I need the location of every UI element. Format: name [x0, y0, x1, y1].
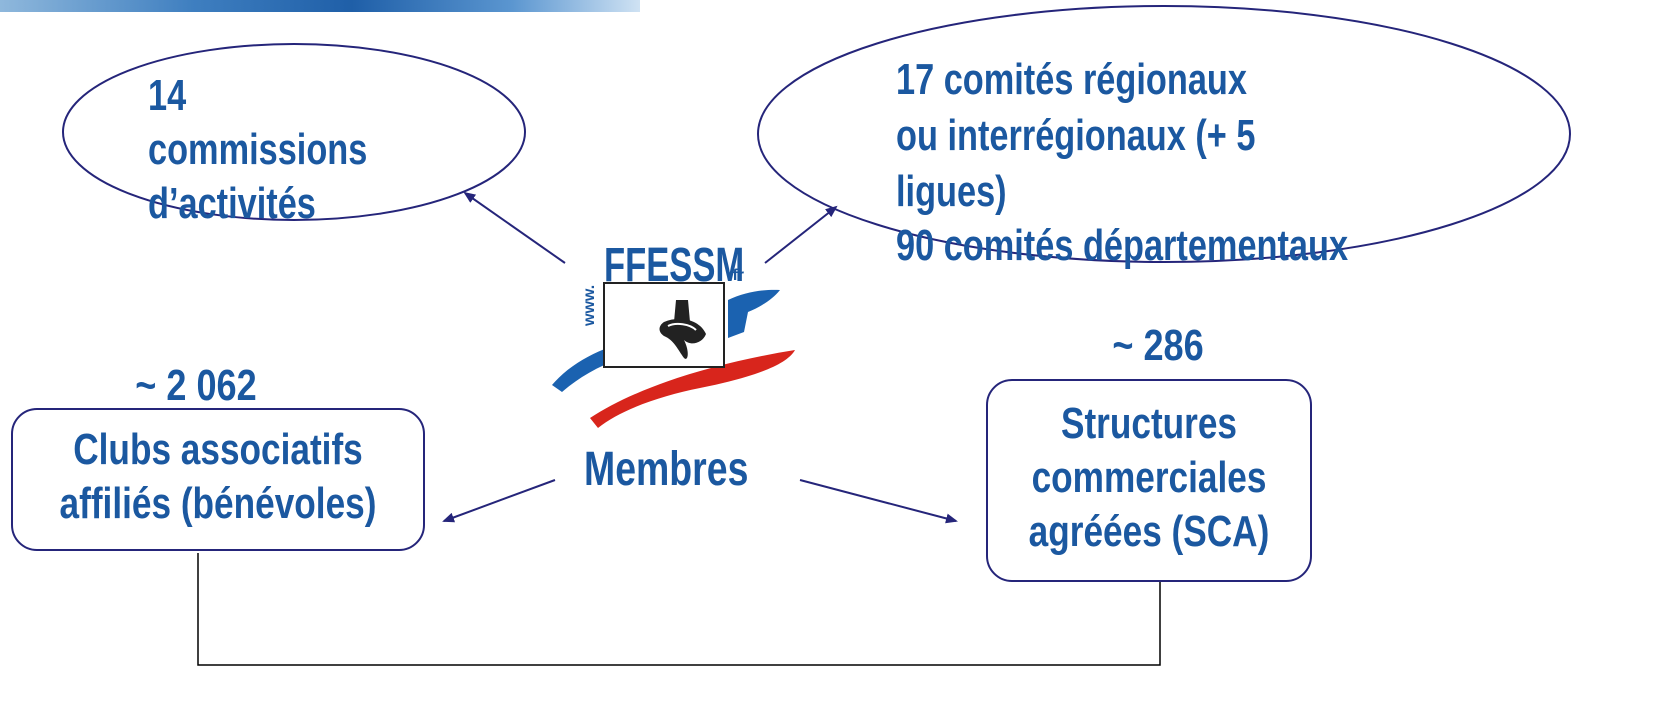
comites-text-line-4: 90 comités départementaux	[896, 221, 1349, 270]
clubs-count: ~ 2 062	[123, 364, 269, 408]
commissions-text-line-2: commissions	[148, 125, 368, 174]
comites-text-line-2: ou interrégionaux (+ 5	[896, 111, 1256, 160]
logo-www: www.	[581, 284, 598, 326]
logo-red-swoosh	[590, 350, 795, 428]
comites-text-line-1: 17 comités régionaux	[896, 55, 1247, 104]
clubs-box	[11, 408, 425, 551]
logo-suffix: .fr	[728, 267, 744, 284]
arrow-to-structures	[799, 479, 958, 524]
clubs-structures-connector	[197, 553, 1161, 666]
clubs-text-line-2: affiliés (bénévoles)	[59, 479, 377, 528]
arrow-to-comites	[764, 205, 838, 264]
diver-seahorse-icon	[659, 300, 706, 359]
commissions-text-line-1: 14	[148, 71, 187, 120]
structures-text-line-3: agréées (SCA)	[1028, 507, 1270, 556]
structures-box	[986, 379, 1312, 582]
top-banner-strip	[0, 0, 640, 12]
logo-blue-swoosh-right	[728, 289, 780, 338]
comites-ellipse	[757, 5, 1571, 263]
logo-name: FFESSM	[604, 239, 745, 292]
structures-text-line-1: Structures	[1060, 399, 1238, 448]
commissions-ellipse	[62, 43, 526, 221]
structures-count: ~ 286	[1092, 324, 1224, 368]
clubs-text-line-1: Clubs associatifs	[73, 425, 363, 474]
arrow-to-clubs	[442, 479, 556, 523]
membres-label: Membres	[584, 443, 749, 496]
ffessm-logo-graphic	[552, 282, 795, 428]
structures-text-line-2: commerciales	[1031, 453, 1267, 502]
arrow-to-commissions	[463, 191, 566, 264]
commissions-text-line-3: d’activités	[148, 179, 316, 228]
comites-text-line-3: ligues)	[896, 167, 1007, 216]
